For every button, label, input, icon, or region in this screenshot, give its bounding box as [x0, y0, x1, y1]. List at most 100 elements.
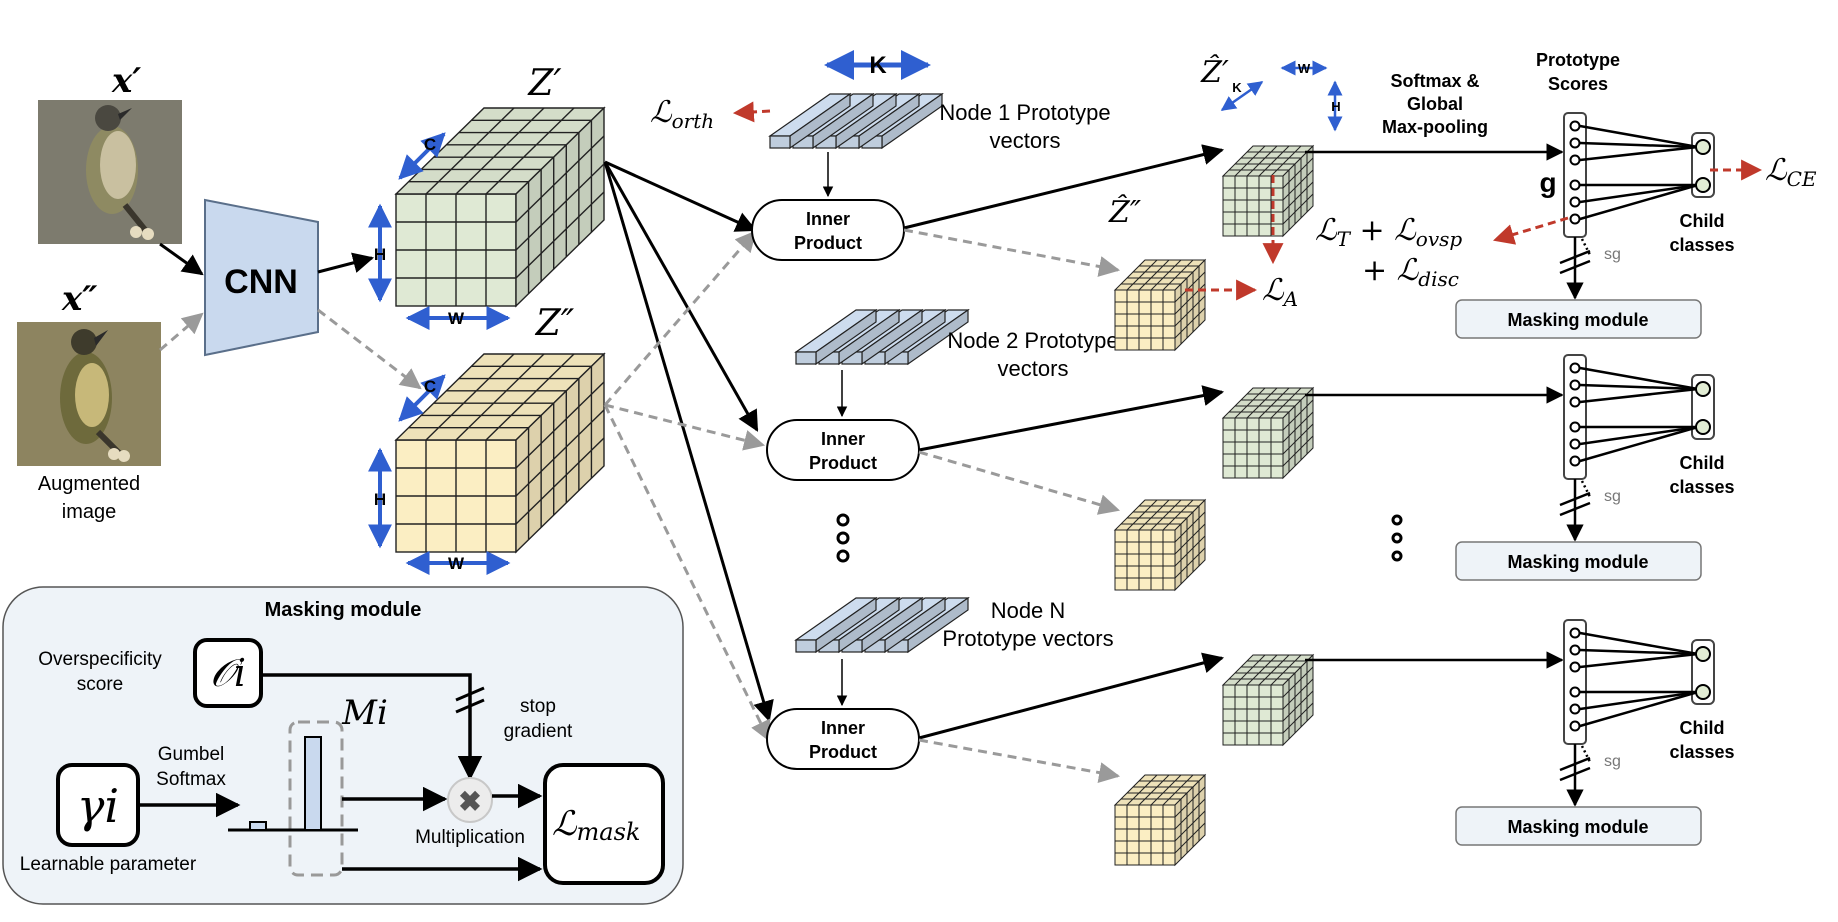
dim-arrow-c-bottom: [398, 374, 446, 422]
x-double-prime-label: x″: [61, 279, 97, 319]
ellipsis-scores: [1391, 514, 1403, 562]
gumbel-line1: Gumbel: [158, 744, 225, 765]
svg-text:Product: Product: [809, 453, 877, 473]
similarity-map-6: [1113, 773, 1207, 867]
mask-bar-large: [304, 736, 322, 831]
dim-w-small: W: [1298, 61, 1311, 76]
mask-symbol: Mi: [341, 693, 388, 733]
child-classes-line2: classes: [1669, 742, 1734, 762]
masking-module-label: Masking module: [1507, 552, 1648, 572]
gamma-symbol: γi: [77, 779, 119, 833]
z-hat-prime-label: Ẑ′: [1200, 54, 1229, 90]
nodeN-label-line2: Prototype vectors: [942, 626, 1113, 651]
node1-label-line1: Node 1 Prototype: [939, 100, 1110, 125]
inner-product-to-map-arrows: [903, 144, 1225, 783]
prototype-vectors-nodeN: [794, 596, 970, 654]
loss-mask: ℒmask: [552, 804, 640, 846]
bird-image-augmented: [17, 322, 161, 466]
masking-module-label: Masking module: [1507, 817, 1648, 837]
similarity-map-5: [1221, 653, 1315, 747]
multiply-icon: ✖: [458, 786, 481, 817]
similarity-map-1: [1221, 144, 1315, 238]
arrow-cnn-zdouble: [317, 308, 422, 390]
inner-product-node2: Inner Product: [766, 419, 920, 481]
ellipsis-nodes: [836, 513, 850, 563]
svg-text:Inner: Inner: [821, 429, 865, 449]
learnable-parameter-label: Learnable parameter: [20, 854, 197, 875]
augmented-caption-line2: image: [62, 501, 116, 523]
masking-module-box: [1455, 806, 1702, 846]
child-classes-line1: Child: [1680, 211, 1725, 231]
x-prime-label: x′: [111, 61, 141, 101]
o-symbol: 𝒪i: [210, 651, 246, 695]
dim-c-bottom: C: [424, 377, 436, 396]
pooling-line3: Max-pooling: [1382, 117, 1488, 137]
similarity-maps: [1113, 144, 1315, 867]
dim-arrow-k-small: [1220, 80, 1264, 112]
masking-module-box: [1455, 541, 1702, 581]
overspecificity-line1: Overspecificity: [38, 649, 162, 670]
o-box: [193, 638, 263, 708]
multiply-node: [447, 777, 493, 823]
augmented-caption-line1: Augmented: [38, 473, 140, 495]
z-double-prime-label: Z″: [535, 303, 575, 344]
masking-module-label: Masking module: [1507, 310, 1648, 330]
arrow-o-multiply: [261, 673, 483, 781]
prototype-vectors-node2: [794, 308, 970, 366]
feature-map-z-double-prime: [394, 352, 606, 554]
child-classes-line1: Child: [1680, 718, 1725, 738]
loss-a: ℒA: [1262, 273, 1298, 311]
z-prime-label: Z′: [527, 63, 561, 104]
arrow-xdouble-cnn: [159, 312, 204, 352]
dim-h-top: H: [374, 245, 386, 264]
overspecificity-line2: score: [77, 674, 123, 695]
arrow-to-l-orth: [732, 101, 771, 123]
cnn-label: CNN: [224, 263, 298, 301]
child-classes-line1: Child: [1680, 453, 1725, 473]
child-classes-line2: classes: [1669, 235, 1734, 255]
loss-disc: + ℒdisc: [1362, 253, 1459, 291]
sg-label: sg: [1604, 488, 1621, 505]
nodeN-label-line1: Node N: [991, 598, 1066, 623]
svg-text:Product: Product: [809, 742, 877, 762]
cnn-block: [204, 198, 319, 357]
sg-label: sg: [1604, 246, 1621, 263]
dim-w-bottom: W: [448, 554, 465, 573]
arrow-xprime-cnn: [159, 242, 204, 276]
arrow-cnn-zprime: [317, 252, 375, 274]
similarity-map-4: [1113, 498, 1207, 592]
loss-t-ovsp: ℒT + ℒovsp: [1315, 213, 1462, 251]
prototype-vectors-node1: [768, 92, 944, 150]
dim-w-top: W: [448, 309, 465, 328]
k-label: K: [869, 52, 887, 79]
child-classes-line2: classes: [1669, 477, 1734, 497]
pooling-line2: Global: [1407, 94, 1463, 114]
masking-module-panel: Masking module Overspecificity score 𝒪i …: [2, 586, 684, 905]
svg-text:Inner: Inner: [821, 718, 865, 738]
similarity-map-2: [1113, 258, 1207, 352]
dim-c-top: C: [424, 135, 436, 154]
pooling-line1: Softmax &: [1390, 71, 1479, 91]
multiplication-label: Multiplication: [415, 827, 525, 848]
dim-h-small: H: [1331, 99, 1340, 114]
dim-k-small: K: [1232, 80, 1242, 95]
svg-text:Product: Product: [794, 233, 862, 253]
g-label: g: [1539, 167, 1556, 198]
prototype-scores-line1: Prototype: [1536, 50, 1620, 70]
inner-product-node1: Inner Product: [751, 199, 905, 261]
z-hat-double-prime-label: Ẑ″: [1108, 194, 1142, 230]
stop-gradient-line2: gradient: [504, 721, 573, 742]
similarity-map-3: [1221, 386, 1315, 480]
node1-label-line2: vectors: [990, 128, 1061, 153]
arrow-scores-lt: [1492, 216, 1569, 245]
loss-ce: ℒCE: [1765, 153, 1817, 191]
svg-text:Inner: Inner: [806, 209, 850, 229]
sg-label: sg: [1604, 753, 1621, 770]
mask-bar-small: [249, 821, 267, 831]
node2-label-line2: vectors: [998, 356, 1069, 381]
feature-map-z-prime: [394, 106, 606, 308]
